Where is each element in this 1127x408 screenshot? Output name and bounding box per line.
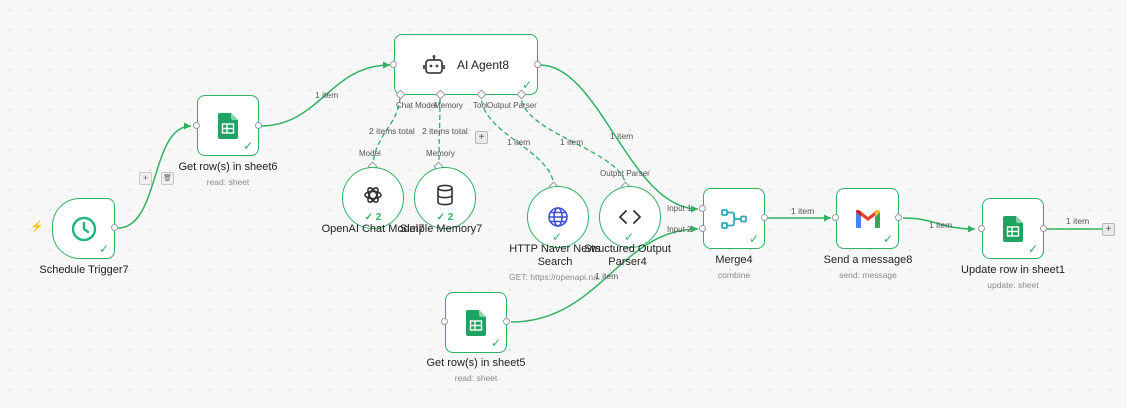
sheet5-output-port[interactable] bbox=[503, 318, 510, 325]
globe-icon bbox=[548, 207, 568, 227]
update-row-sub: update: sheet bbox=[987, 280, 1039, 290]
openai-icon bbox=[364, 187, 382, 203]
get-rows-sheet5-node[interactable]: ✓ bbox=[445, 292, 507, 353]
ai-agent-node[interactable]: AI Agent8 ✓ bbox=[394, 34, 538, 95]
edge-label-update-out: 1 item bbox=[1066, 216, 1090, 226]
google-sheets-icon bbox=[466, 309, 486, 336]
http-naver-search-node[interactable]: ✓ bbox=[527, 186, 589, 248]
model-port-label: Model bbox=[359, 149, 381, 158]
run-count-badge: ✓ 2 bbox=[364, 212, 382, 223]
edge-label-parser: 1 item bbox=[560, 137, 584, 147]
sheet6-input-port[interactable] bbox=[193, 122, 200, 129]
success-check-icon: ✓ bbox=[1027, 242, 1038, 256]
send-message-label: Send a message8 bbox=[823, 254, 913, 266]
http-naver-search-label: HTTP Naver News Search bbox=[509, 243, 601, 268]
gmail-input-port[interactable] bbox=[832, 214, 839, 221]
agent-output-port[interactable] bbox=[534, 61, 541, 68]
merge-output-port[interactable] bbox=[761, 214, 768, 221]
clock-icon bbox=[71, 216, 96, 241]
gmail-icon bbox=[855, 209, 880, 228]
ai-agent-title: AI Agent8 bbox=[456, 57, 510, 72]
edge-label-merge-gmail: 1 item bbox=[791, 206, 815, 216]
edge-sheet6-to-agent bbox=[259, 64, 391, 127]
sheet6-output-port[interactable] bbox=[255, 122, 262, 129]
edge-label-tool: 1 item bbox=[507, 137, 531, 147]
run-count-badge: ✓ 2 bbox=[436, 212, 454, 223]
sheet5-input-port[interactable] bbox=[441, 318, 448, 325]
parser-port-label: Output Parser bbox=[600, 169, 650, 178]
simple-memory-node[interactable]: ✓ 2 bbox=[414, 167, 476, 229]
google-sheets-icon bbox=[218, 112, 238, 139]
merge-input2-label: Input 2 bbox=[667, 225, 692, 234]
database-icon bbox=[437, 184, 453, 206]
edge-parser-to-agent bbox=[520, 94, 627, 189]
edge-agent-to-merge bbox=[539, 64, 699, 210]
http-naver-search-sub: GET: https://openapi.na... bbox=[509, 272, 605, 282]
code-brackets-icon bbox=[619, 210, 641, 224]
merge-icon bbox=[721, 208, 747, 229]
edge-model-to-agent bbox=[372, 94, 401, 169]
openai-chat-model-node[interactable]: ✓ 2 bbox=[342, 167, 404, 229]
schedule-trigger-node[interactable]: ✓ bbox=[52, 198, 115, 259]
get-rows-sheet6-label: Get row(s) in sheet6 bbox=[178, 161, 278, 173]
structured-output-parser-node[interactable]: ✓ bbox=[599, 186, 661, 248]
agent-chat-model-port-label: Chat Model bbox=[396, 101, 437, 110]
update-output-port[interactable] bbox=[1040, 225, 1047, 232]
success-check-icon: ✓ bbox=[490, 336, 501, 350]
delete-connection-button[interactable]: 🗑 bbox=[161, 172, 174, 185]
edge-label-agent-merge: 1 item bbox=[610, 131, 634, 141]
robot-icon bbox=[423, 54, 445, 74]
edge-memory-to-agent bbox=[438, 94, 441, 169]
edge-label-sheet6-agent: 1 item bbox=[315, 90, 339, 100]
add-node-button[interactable]: + bbox=[139, 172, 152, 185]
google-sheets-icon bbox=[1003, 215, 1023, 242]
memory-port-label: Memory bbox=[426, 149, 455, 158]
schedule-trigger-label: Schedule Trigger7 bbox=[39, 264, 129, 276]
add-next-node-button[interactable]: + bbox=[1102, 223, 1115, 236]
edge-trigger-to-sheet6 bbox=[117, 125, 192, 229]
edge-label-sheet5-merge: 1 item bbox=[595, 271, 619, 281]
success-check-icon: ✓ bbox=[242, 139, 253, 153]
success-check-icon: ✓ bbox=[551, 230, 562, 244]
edge-http-to-agent bbox=[480, 94, 555, 189]
send-message-sub: send: message bbox=[839, 270, 897, 280]
merge-label: Merge4 bbox=[715, 254, 753, 266]
get-rows-sheet5-label: Get row(s) in sheet5 bbox=[426, 357, 526, 369]
merge-input1-port[interactable] bbox=[699, 205, 706, 212]
add-tool-button[interactable]: + bbox=[475, 131, 488, 144]
agent-memory-port-label: Memory bbox=[434, 101, 463, 110]
trigger-bolt-icon: ⚡ bbox=[30, 221, 44, 233]
simple-memory-label: Simple Memory7 bbox=[399, 223, 483, 235]
structured-output-parser-label: Structured Output Parser4 bbox=[584, 243, 671, 268]
edge-sheet5-to-merge bbox=[510, 228, 699, 323]
update-row-node[interactable]: ✓ bbox=[982, 198, 1044, 259]
update-row-label: Update row in sheet1 bbox=[961, 264, 1065, 276]
edge-label-memory: 2 items total bbox=[422, 126, 468, 136]
edge-label-model: 2 items total bbox=[369, 126, 415, 136]
get-rows-sheet6-sub: read: sheet bbox=[206, 177, 250, 187]
update-input-port[interactable] bbox=[978, 225, 985, 232]
edge-label-gmail-update: 1 item bbox=[929, 220, 953, 230]
trigger-output-port[interactable] bbox=[111, 224, 118, 231]
success-check-icon: ✓ bbox=[98, 242, 109, 256]
edge-gmail-to-update bbox=[902, 217, 976, 230]
agent-output-parser-port-label: Output Parser bbox=[487, 101, 537, 110]
merge-input1-label: Input 1 bbox=[667, 204, 692, 213]
merge-node[interactable]: ✓ bbox=[703, 188, 765, 249]
send-message-node[interactable]: ✓ bbox=[836, 188, 899, 249]
success-check-icon: ✓ bbox=[623, 230, 634, 244]
merge-sub: combine bbox=[717, 270, 751, 280]
get-rows-sheet5-sub: read: sheet bbox=[454, 373, 498, 383]
agent-input-port[interactable] bbox=[390, 61, 397, 68]
gmail-output-port[interactable] bbox=[895, 214, 902, 221]
success-check-icon: ✓ bbox=[748, 232, 759, 246]
success-check-icon: ✓ bbox=[882, 232, 893, 246]
agent-tool-port-label: Tool bbox=[473, 101, 488, 110]
get-rows-sheet6-node[interactable]: ✓ bbox=[197, 95, 259, 156]
openai-chat-model-label: OpenAI Chat Model7 bbox=[321, 223, 425, 235]
merge-input2-port[interactable] bbox=[699, 225, 706, 232]
success-check-icon: ✓ bbox=[521, 78, 532, 92]
